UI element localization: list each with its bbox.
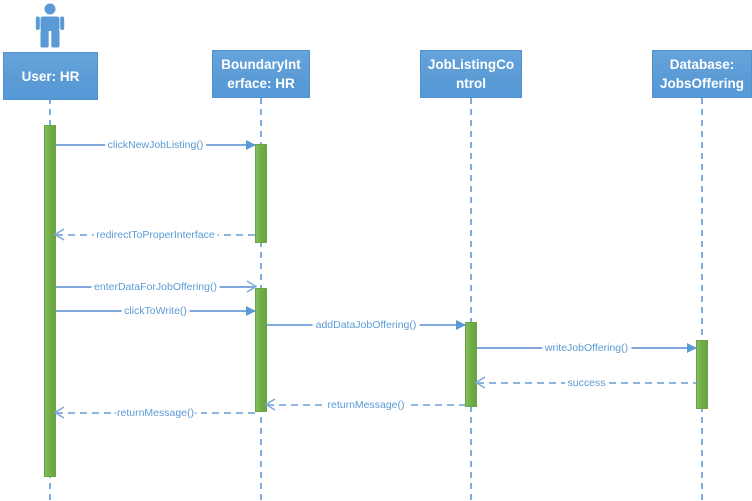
lifeline-database[interactable] [701, 98, 703, 501]
arrowhead-open-icon [54, 406, 65, 419]
actor-person-icon[interactable] [29, 3, 71, 50]
message-label: writeJobOffering() [541, 342, 632, 354]
message-label: enterDataForJobOffering() [91, 281, 220, 293]
arrowhead-filled-icon [456, 320, 466, 330]
lifeline-label: JobListingCo [427, 57, 515, 72]
lifeline-control[interactable] [470, 98, 472, 501]
activation-boundary-1[interactable] [255, 144, 267, 243]
arrowhead-filled-icon [246, 306, 256, 316]
activation-database[interactable] [696, 340, 708, 409]
activation-user[interactable] [44, 125, 56, 477]
lifeline-label: BoundaryInt [221, 57, 301, 72]
arrowhead-filled-icon [246, 140, 256, 150]
lifeline-label: JobsOffering [659, 76, 744, 91]
message-label: -returnMessage()- [110, 407, 201, 419]
arrowhead-filled-icon [687, 343, 697, 353]
message-label: addDataJobOffering() [312, 319, 420, 331]
activation-boundary-2[interactable] [255, 288, 267, 412]
message-label: clickToWrite() [121, 305, 190, 317]
lifeline-label: ntrol [456, 76, 486, 91]
lifeline-head-boundary[interactable]: BoundaryInt erface: HR [212, 50, 310, 98]
lifeline-head-user[interactable]: User: HR [3, 52, 98, 100]
message-label: success [564, 377, 609, 389]
message-label: redirectToProperInterface [93, 229, 218, 241]
message-label: clickNewJobListing() [104, 139, 207, 151]
arrowhead-open-icon [265, 398, 276, 411]
lifeline-label: erface: HR [227, 76, 295, 91]
lifeline-label: Database: [669, 57, 735, 72]
arrowhead-open-icon [246, 280, 257, 293]
lifeline-head-control[interactable]: JobListingCo ntrol [420, 50, 522, 98]
lifeline-label: User: HR [21, 68, 80, 84]
person-icon [35, 3, 65, 48]
activation-control[interactable] [465, 322, 477, 407]
lifeline-head-database[interactable]: Database: JobsOffering [652, 50, 752, 98]
message-label: returnMessage() [324, 399, 408, 411]
arrowhead-open-icon [475, 376, 486, 389]
arrowhead-open-icon [54, 228, 65, 241]
